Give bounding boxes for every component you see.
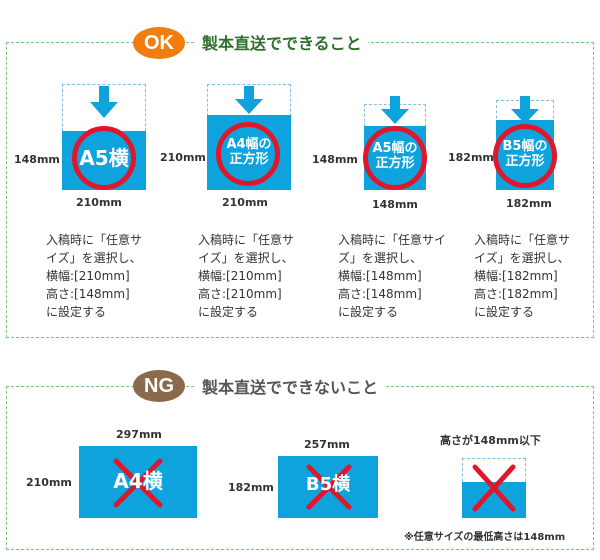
width-dimension: 148mm	[372, 198, 418, 211]
ok-item-description: 入稿時に「任意サイズ」を選択し、横幅:[210mm]高さ:[148mm]に設定す…	[46, 233, 143, 319]
ng-item-caption: 高さが148mm以下	[440, 434, 541, 447]
ok-badge: OK	[133, 27, 185, 59]
arrow-down-icon	[90, 86, 118, 118]
height-dimension: 148mm	[312, 153, 358, 166]
paper-label: A5幅の正方形	[372, 141, 418, 171]
height-dimension: 182mm	[448, 151, 494, 164]
ng-badge: NG	[133, 370, 185, 402]
width-dimension: 257mm	[304, 438, 350, 451]
paper-label: A4幅の正方形	[226, 137, 272, 167]
ng-cross-icon	[306, 464, 352, 510]
height-dimension: 148mm	[14, 153, 60, 166]
ok-item-description: 入稿時に「任意サイズ」を選択し、横幅:[148mm]高さ:[148mm]に設定す…	[338, 233, 447, 319]
ok-circle-icon	[493, 124, 557, 188]
arrow-down-icon	[235, 86, 263, 114]
ng-cross-icon	[472, 464, 516, 512]
arrow-down-icon	[511, 96, 539, 124]
height-dimension: 210mm	[26, 476, 72, 489]
ok-item-description: 入稿時に「任意サイズ」を選択し、横幅:[182mm]高さ:[182mm]に設定す…	[474, 233, 571, 319]
width-dimension: 297mm	[116, 428, 162, 441]
height-dimension: 210mm	[160, 151, 206, 164]
ok-circle-icon	[72, 126, 136, 190]
ng-cross-icon	[113, 458, 163, 508]
width-dimension: 210mm	[222, 196, 268, 209]
paper-label: A5横	[79, 146, 129, 170]
width-dimension: 182mm	[506, 197, 552, 210]
height-dimension: 182mm	[228, 481, 274, 494]
ng-section-title: 製本直送でできないこと	[196, 374, 385, 398]
ok-circle-icon	[216, 122, 280, 186]
paper-label: B5幅の正方形	[502, 139, 548, 169]
arrow-down-icon	[381, 96, 409, 124]
ok-circle-icon	[363, 126, 427, 190]
ok-section-title: 製本直送でできること	[196, 30, 368, 54]
ng-min-height-note: ※任意サイズの最低高さは148mm	[404, 532, 566, 543]
width-dimension: 210mm	[76, 196, 122, 209]
paper-label: A4横	[113, 469, 163, 493]
paper-label: B5横	[305, 474, 351, 495]
ok-item-description: 入稿時に「任意サイズ」を選択し、横幅:[210mm]高さ:[210mm]に設定す…	[198, 233, 295, 319]
